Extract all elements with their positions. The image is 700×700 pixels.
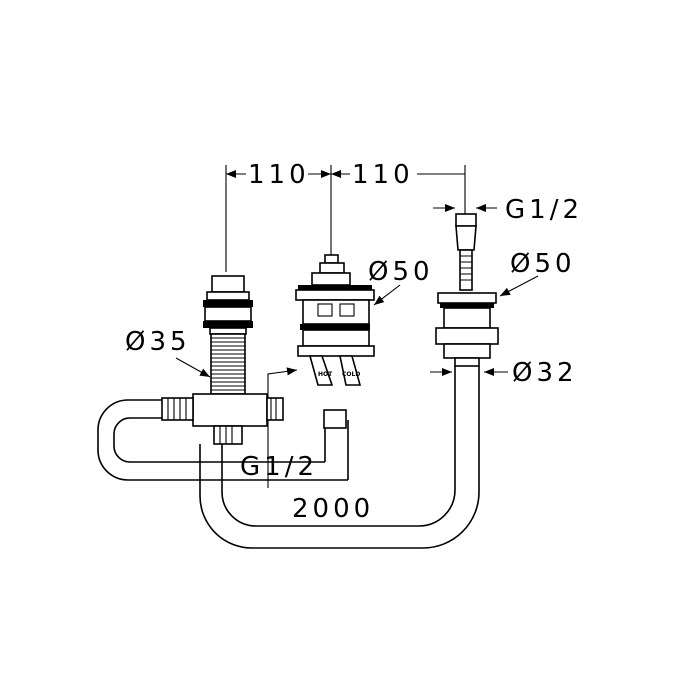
diverter-body: [161, 275, 284, 445]
loop-hose: [97, 399, 349, 481]
leader-diameter-right: [499, 275, 539, 297]
thread-top-label: G1/2: [505, 195, 583, 225]
hot-label: HOT: [318, 371, 333, 378]
spacing-right-label: 110: [352, 160, 414, 190]
hose-guide: [435, 213, 499, 367]
diameter-right-label: Ø50: [510, 249, 576, 279]
thread-left-label: G1/2: [240, 452, 318, 482]
leader-diameter-left: [175, 357, 211, 378]
flexible-hose: [199, 366, 480, 549]
leader-thread-left: [267, 367, 298, 488]
dimension-spacing: [225, 165, 466, 272]
diameter-hose-label: Ø32: [512, 358, 578, 388]
diameter-center-label: Ø50: [368, 257, 434, 287]
leader-diameter-center: [373, 284, 401, 306]
diameter-left-label: Ø35: [125, 327, 191, 357]
hose-length-label: 2000: [292, 494, 374, 524]
mixing-valve: HOT COLD: [295, 254, 375, 429]
spacing-left-label: 110: [248, 160, 310, 190]
cold-label: COLD: [342, 371, 360, 378]
threaded-spindle: [210, 333, 246, 395]
